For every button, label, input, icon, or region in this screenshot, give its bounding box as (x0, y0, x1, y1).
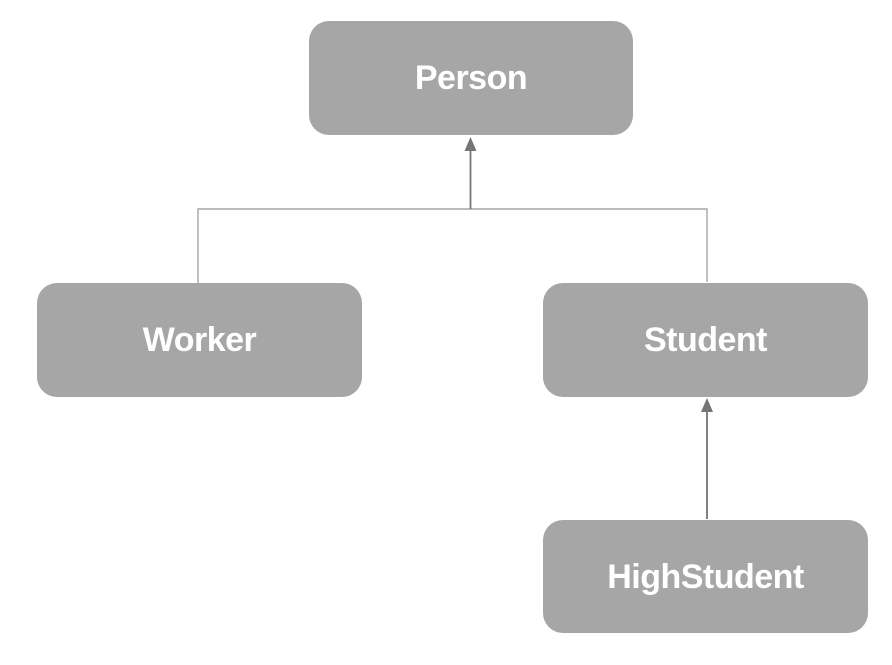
node-highstudent-label: HighStudent (607, 557, 804, 596)
edge-to-person-arrowhead (464, 137, 477, 151)
node-worker-label: Worker (142, 321, 257, 359)
node-student-label: Student (643, 321, 768, 359)
node-highstudent: HighStudent (543, 520, 868, 633)
edge-highstudent-student-arrowhead (701, 398, 713, 412)
node-person-label: Person (414, 59, 528, 97)
node-person: Person (309, 21, 633, 135)
node-student: Student (543, 283, 868, 397)
node-worker: Worker (37, 283, 362, 397)
edge-worker-student-elbow (197, 208, 708, 283)
